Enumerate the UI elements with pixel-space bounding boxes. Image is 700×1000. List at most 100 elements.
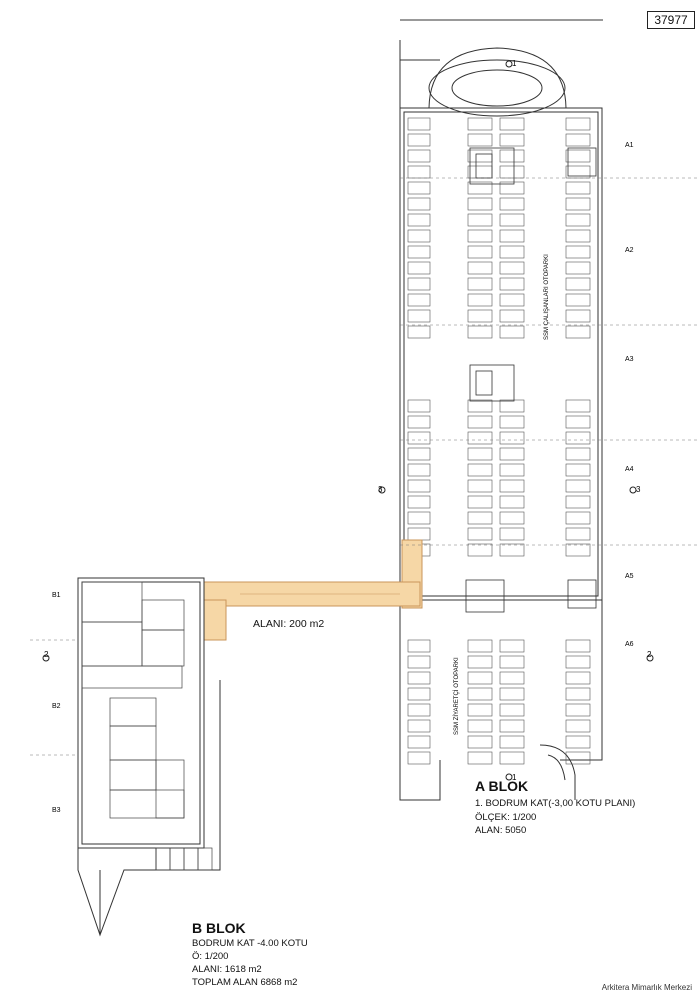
parking-bay: [565, 181, 591, 195]
parking-bay: [565, 447, 591, 461]
parking-bay: [407, 479, 431, 493]
parking-bay: [499, 463, 525, 477]
parking-bay: [467, 181, 493, 195]
parking-label-staff: SSM ÇALIŞANLARI OTOPARKI: [544, 254, 550, 340]
parking-bay: [467, 325, 493, 339]
parking-bay: [407, 447, 431, 461]
parking-bay: [565, 277, 591, 291]
b-block-plan: BODRUM KAT -4.00 KOTU: [192, 938, 308, 949]
axis-label-a2: A2: [625, 247, 634, 254]
axis-labels-left: B1 B2 B3: [52, 592, 61, 814]
parking-bay: [407, 245, 431, 259]
parking-bay: [565, 245, 591, 259]
parking-bay: [467, 639, 493, 653]
parking-bay: [407, 431, 431, 445]
section-mark-1-bottom: 1: [512, 773, 517, 782]
parking-bay: [499, 293, 525, 307]
parking-bay: [499, 527, 525, 541]
parking-bay: [467, 293, 493, 307]
section-mark-2-left: 2: [44, 650, 49, 659]
parking-bay: [467, 197, 493, 211]
credit-text: Arkitera Mimarlık Merkezi: [601, 983, 692, 992]
parking-bay: [499, 133, 525, 147]
parking-bay: [499, 479, 525, 493]
parking-bay: [467, 309, 493, 323]
parking-bay: [565, 735, 591, 749]
parking-bay: [499, 277, 525, 291]
parking-bay: [467, 277, 493, 291]
parking-bay: [565, 133, 591, 147]
parking-bay: [407, 703, 431, 717]
parking-bay: [407, 735, 431, 749]
parking-bay: [565, 149, 591, 163]
parking-bay: [467, 463, 493, 477]
connector-area-label: ALANI: 200 m2: [253, 618, 325, 630]
parking-bay: [467, 431, 493, 445]
parking-labels: SSM ÇALIŞANLARI OTOPARKI SSM ZİYARETÇİ O…: [453, 254, 550, 735]
parking-bay: [565, 639, 591, 653]
parking-bay: [499, 229, 525, 243]
parking-bay: [499, 245, 525, 259]
parking-bay: [407, 655, 431, 669]
parking-bay: [565, 511, 591, 525]
parking-bay: [407, 149, 431, 163]
parking-bay: [407, 117, 431, 131]
parking-bay: [499, 495, 525, 509]
parking-bay: [565, 719, 591, 733]
parking-bay: [565, 543, 591, 557]
connector-corridor: [203, 539, 423, 641]
parking-bay: [499, 511, 525, 525]
parking-bay: [499, 687, 525, 701]
parking-bay: [407, 181, 431, 195]
parking-bay: [467, 165, 493, 179]
a-block-area: ALAN: 5050: [475, 825, 527, 836]
parking-bay: [499, 703, 525, 717]
parking-bay: [407, 751, 431, 765]
b-block-outline: [77, 577, 221, 937]
b-block-scale: Ö: 1/200: [192, 951, 229, 962]
parking-bay: [407, 511, 431, 525]
parking-bay: [407, 671, 431, 685]
axis-lines: [30, 177, 700, 756]
section-labels: 1 1 2 2 3 3: [44, 59, 652, 782]
parking-bay: [499, 655, 525, 669]
section-markers: [42, 60, 654, 781]
parking-bay: [467, 479, 493, 493]
parking-bay: [407, 165, 431, 179]
section-mark-2-right: 2: [647, 650, 652, 659]
parking-bay: [467, 703, 493, 717]
a-block-title: A BLOK: [475, 778, 529, 794]
parking-bay: [467, 213, 493, 227]
axis-label-a6: A6: [625, 641, 634, 648]
parking-bay: [467, 399, 493, 413]
parking-bay: [407, 415, 431, 429]
parking-bay: [565, 431, 591, 445]
parking-bay: [499, 719, 525, 733]
parking-bay: [407, 687, 431, 701]
section-mark-3-right: 3: [636, 485, 641, 494]
parking-bay: [499, 325, 525, 339]
parking-bay: [499, 399, 525, 413]
axis-label-a3: A3: [625, 356, 634, 363]
parking-bay: [565, 293, 591, 307]
parking-bay: [499, 671, 525, 685]
parking-bay: [407, 293, 431, 307]
parking-bay: [407, 277, 431, 291]
parking-bay: [565, 309, 591, 323]
parking-bay: [467, 149, 493, 163]
parking-bay: [467, 261, 493, 275]
parking-bay: [407, 399, 431, 413]
parking-bay: [499, 309, 525, 323]
a-block-outline: [399, 19, 603, 801]
parking-bay: [467, 751, 493, 765]
parking-bay: [499, 447, 525, 461]
parking-bay: [499, 261, 525, 275]
axis-label-b3: B3: [52, 807, 61, 814]
b-block-area: ALANI: 1618 m2: [192, 964, 262, 975]
parking-bay: [565, 495, 591, 509]
parking-bay: [407, 527, 431, 541]
a-block-plan: 1. BODRUM KAT(-3,00 KOTU PLANI): [475, 798, 636, 809]
axis-label-a1: A1: [625, 142, 634, 149]
parking-bay: [467, 687, 493, 701]
